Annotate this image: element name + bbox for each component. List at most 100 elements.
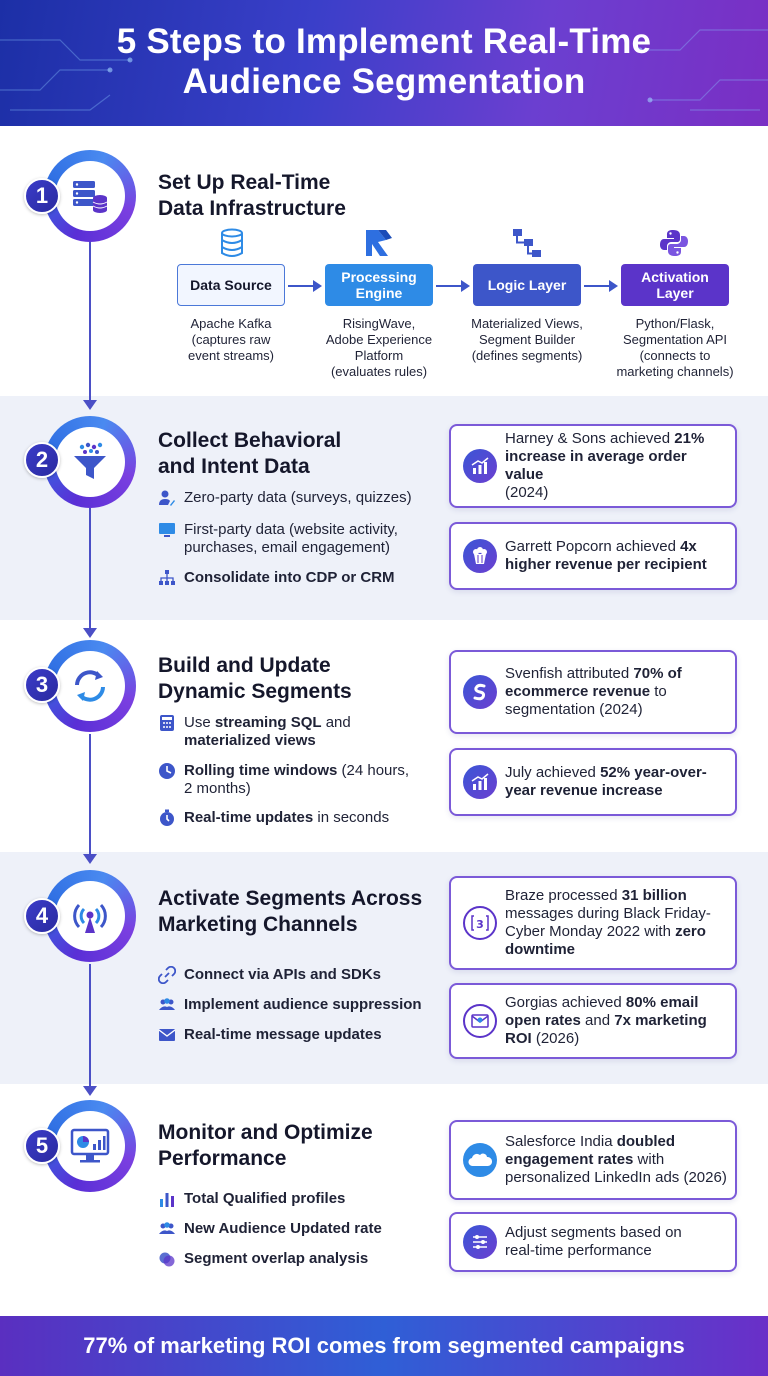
- flow-desc-data-source: Apache Kafka (captures raw event streams…: [161, 316, 301, 364]
- step-2-card-1: Harney & Sons achieved 21% increase in a…: [449, 424, 737, 508]
- step-4-bullet-3-text: Real-time message updates: [184, 1026, 382, 1043]
- card-3-1-line-3: segmentation (2024): [505, 701, 643, 718]
- funnel-icon: [74, 442, 106, 479]
- svenfish-logo-icon: [463, 675, 497, 709]
- card-5-1-line-2-bold: engagement rates: [505, 1151, 634, 1168]
- step-3-bullet-1: Use streaming SQL and materialized views: [158, 714, 351, 750]
- card-2-1-bold: 21%: [674, 430, 705, 447]
- card-3-1-bold: 70% of: [633, 665, 682, 682]
- card-4-2-bold: 80% email: [625, 994, 699, 1011]
- timeline-arrow-4: [83, 1086, 97, 1096]
- clock-icon: [159, 763, 175, 779]
- flow-desc-2-line-3: Platform: [354, 348, 404, 363]
- step-4-bullet-1: Connect via APIs and SDKs: [158, 966, 381, 984]
- step-3-bullet-1-post: and: [321, 714, 351, 731]
- step-1-circle: [44, 150, 136, 242]
- step-1-title: Set Up Real-Time Data Infrastructure: [158, 170, 346, 222]
- card-4-2-line-2-bold2: 7x marketing: [614, 1012, 707, 1029]
- svg-text:3: 3: [476, 918, 484, 931]
- flow-box-processing-label-2: Engine: [355, 285, 403, 301]
- flow-desc-2-line-2: Adobe Experience: [325, 332, 433, 347]
- growth-chart-icon: [463, 449, 497, 483]
- flow-arrow-1: [288, 280, 322, 292]
- step-3-card-2: July achieved 52% year-over- year revenu…: [449, 748, 737, 816]
- monitor-icon: [159, 523, 175, 537]
- users-icon: [159, 1222, 175, 1234]
- card-5-1-line-2-post: with: [633, 1151, 665, 1168]
- step-1-number: 1: [24, 178, 60, 214]
- timeline-arrow-2: [83, 628, 97, 638]
- circuit-pattern: [0, 29, 768, 111]
- step-3-bullet-2: Rolling time windows (24 hours, 2 months…: [158, 762, 409, 798]
- step-3-bullet-3: Real-time updates in seconds: [158, 809, 389, 827]
- growth-chart-icon: [463, 765, 497, 799]
- card-4-2-line-3-bold: ROI: [505, 1030, 532, 1047]
- step-4-bullet-1-bold: APIs: [272, 966, 306, 983]
- card-4-1-line-2: messages during Black Friday-: [505, 905, 711, 922]
- step-5-bullet-1: Total Qualified profiles: [158, 1190, 345, 1208]
- card-4-1-bold: 31 billion: [621, 887, 687, 904]
- step-3-bullet-2-line-2: 2 months): [184, 780, 251, 797]
- step-4-card-1: 3 Braze processed 31 billion messages du…: [449, 876, 737, 970]
- card-4-1-line-3: Cyber Monday 2022 with: [505, 923, 676, 940]
- timeline-segment-1: [89, 240, 91, 402]
- step-2-bullet-2-line-1: First-party data (website activity,: [184, 521, 398, 538]
- server-database-icon: [73, 181, 108, 213]
- step-4-bullet-3: Real-time message updates: [158, 1026, 382, 1044]
- link-icon: [158, 966, 176, 984]
- sliders-icon: [463, 1225, 497, 1259]
- card-3-1-pre: Svenfish attributed: [505, 665, 634, 682]
- step-5-bullet-3: Segment overlap analysis: [158, 1250, 368, 1268]
- dashboard-monitor-icon: [70, 1128, 110, 1163]
- refresh-icon: [75, 670, 105, 702]
- step-3-card-1: Svenfish attributed 70% of ecommerce rev…: [449, 650, 737, 734]
- broadcast-icon: [73, 903, 107, 933]
- salesforce-logo-icon: [463, 1143, 497, 1177]
- hierarchy-icon: [159, 570, 175, 585]
- timeline-segment-3: [89, 734, 91, 858]
- step-3-bullet-2-post: (24 hours,: [337, 762, 410, 779]
- step-5-title-line-1: Monitor and Optimize: [158, 1121, 373, 1144]
- card-4-2-line-3-post: (2026): [531, 1030, 580, 1047]
- step-4-title-line-2: Marketing Channels: [158, 913, 358, 936]
- braze-logo-icon: 3: [463, 906, 497, 940]
- card-2-1-pre: Harney & Sons achieved: [505, 430, 675, 447]
- mail-icon: [158, 1029, 176, 1041]
- step-4-number: 4: [24, 898, 60, 934]
- flow-arrow-2: [436, 280, 470, 292]
- card-3-2-pre: July achieved: [505, 764, 601, 781]
- title-line-2: Audience Segmentation: [182, 62, 586, 101]
- card-2-2-line-2: higher revenue per recipient: [505, 556, 707, 573]
- flow-desc-3-line-2: Segment Builder: [478, 332, 576, 347]
- step-5-title-line-2: Performance: [158, 1147, 287, 1170]
- step-4-title: Activate Segments Across Marketing Chann…: [158, 886, 422, 938]
- step-5-bullet-2: New Audience Updated rate: [158, 1220, 382, 1238]
- flow-arrow-3: [584, 280, 618, 292]
- timeline-arrow-3: [83, 854, 97, 864]
- card-2-2-bold: 4x: [680, 538, 697, 555]
- card-5-1-bold: doubled: [616, 1133, 676, 1150]
- flow-desc-3-line-3: (defines segments): [471, 348, 583, 363]
- risingwave-logo-icon: [366, 230, 392, 256]
- step-3-bullet-1-pre: Use: [184, 714, 215, 731]
- footer-banner: 77% of marketing ROI comes from segmente…: [0, 1316, 768, 1376]
- flow-desc-2-line-1: RisingWave,: [342, 316, 416, 331]
- flow-desc-1-line-2: (captures raw: [191, 332, 271, 347]
- step-3-number: 3: [24, 667, 60, 703]
- step-5-circle: [44, 1100, 136, 1192]
- step-2-bullet-1: Zero-party data (surveys, quizzes): [158, 489, 412, 507]
- overlap-icon: [159, 1252, 175, 1267]
- step-2-bullet-2: First-party data (website activity,purch…: [158, 521, 398, 557]
- step-4-bullet-1-bold2: SDKs: [341, 966, 382, 983]
- step-3-bullet-1-bold: streaming SQL: [214, 714, 322, 731]
- bar-chart-icon: [160, 1193, 174, 1207]
- step-3-bullet-1-line-2: materialized views: [184, 732, 316, 749]
- users-icon: [159, 998, 175, 1010]
- stopwatch-icon: [160, 809, 174, 826]
- step-2-title-line-2: and Intent Data: [158, 455, 310, 478]
- flowchart-icon: [513, 229, 541, 257]
- step-2-number: 2: [24, 442, 60, 478]
- card-3-2-bold: 52% year-over-: [600, 764, 707, 781]
- database-icon: [221, 228, 243, 257]
- step-2-title-line-1: Collect Behavioral: [158, 429, 342, 452]
